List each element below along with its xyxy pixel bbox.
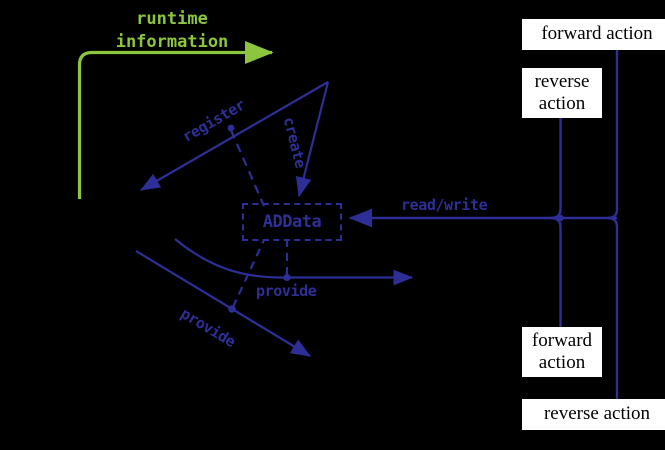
addata-node-label: ADData bbox=[262, 212, 322, 232]
forward-action-bottom-label-line1: forward bbox=[531, 329, 593, 351]
forward-action-bottom-label-line2: action bbox=[538, 352, 586, 373]
register-dashed-connector bbox=[229, 129, 266, 207]
trunk-line-right bbox=[607, 49, 619, 399]
reverse-action-bottom-label: reverse action bbox=[543, 403, 651, 425]
runtime-information-line2: information bbox=[115, 31, 229, 52]
provide-lower-edge bbox=[135, 239, 311, 357]
runtime-information-arrow-path bbox=[77, 40, 274, 199]
create-edge bbox=[295, 81, 330, 198]
reverse-action-top-label-line2: action bbox=[538, 93, 586, 114]
runtime-information-line1: runtime bbox=[136, 9, 208, 29]
reverse-action-bottom-box[interactable]: reverse action bbox=[522, 399, 665, 430]
addata-node[interactable]: ADData bbox=[242, 203, 342, 241]
trunk-line-left bbox=[550, 117, 562, 327]
provide-upper-edge bbox=[174, 238, 414, 286]
forward-action-top-label: forward action bbox=[541, 23, 653, 45]
reverse-action-top-label-line1: reverse bbox=[534, 70, 590, 92]
read-write-edge bbox=[348, 208, 617, 228]
forward-action-top-box[interactable]: forward action bbox=[522, 19, 665, 50]
provide-upper-edge-label: provide bbox=[256, 282, 317, 300]
read-write-edge-label: read/write bbox=[401, 196, 488, 214]
